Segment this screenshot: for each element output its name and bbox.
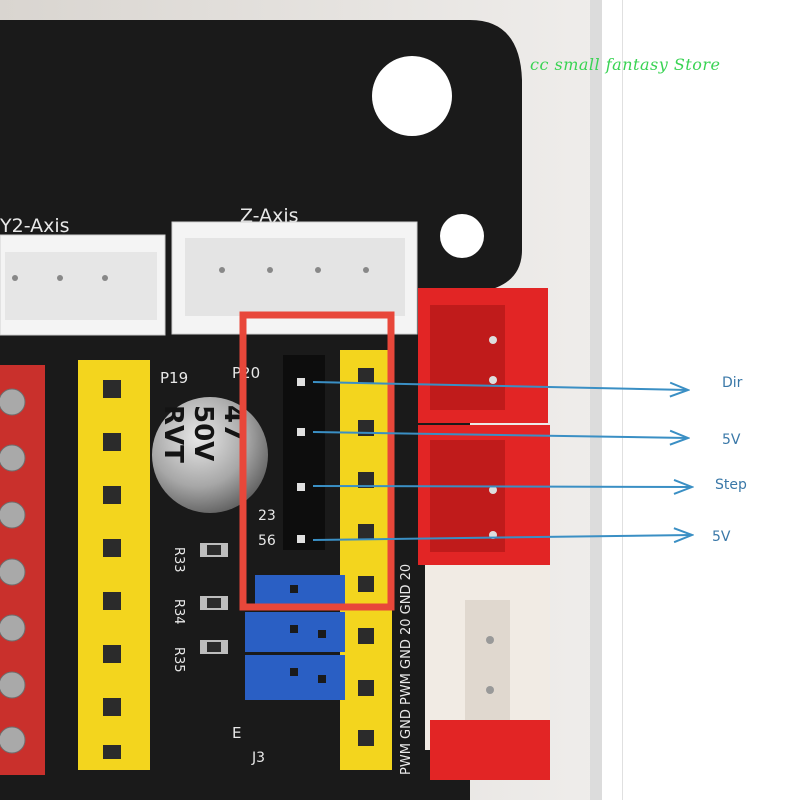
label-5v-top: 5V — [722, 432, 741, 448]
silk-label-r33: R33 — [171, 547, 186, 573]
silk-label-r34: R34 — [171, 599, 186, 625]
silk-label-56: 56 — [258, 533, 276, 549]
silk-label-y2: Y2-Axis — [0, 215, 70, 237]
photo-edge-strip — [590, 0, 602, 800]
blue-jumpers — [245, 575, 345, 700]
capacitor-voltage: 50V — [188, 405, 218, 461]
arrow-dir — [312, 381, 688, 390]
arrow-step — [312, 486, 692, 487]
silk-label-p19: P19 — [160, 369, 188, 387]
silk-label-e: E — [232, 724, 241, 742]
arrow-5v-bottom — [312, 535, 692, 540]
highlight-box — [239, 311, 395, 611]
label-5v-bottom: 5V — [712, 529, 731, 545]
pin-socket-black — [283, 355, 325, 550]
arrow-lines — [312, 381, 692, 540]
silk-vertical-labels: PWM GND PWM GND 20 GND 20 — [399, 564, 414, 775]
capacitor-brand: RVT — [158, 405, 188, 463]
label-step: Step — [715, 477, 747, 493]
label-dir: Dir — [722, 375, 743, 391]
capacitor — [152, 397, 268, 513]
mounting-hole-mid — [440, 214, 484, 258]
silk-label-j3: J3 — [251, 750, 265, 766]
silk-label-r35: R35 — [171, 647, 186, 673]
store-watermark: cc small fantasy Store — [530, 55, 721, 74]
yellow-header-right — [340, 350, 392, 770]
arrow-5v-top — [312, 432, 688, 438]
silk-label-23: 23 — [258, 508, 276, 524]
mounting-hole-top — [372, 56, 452, 136]
